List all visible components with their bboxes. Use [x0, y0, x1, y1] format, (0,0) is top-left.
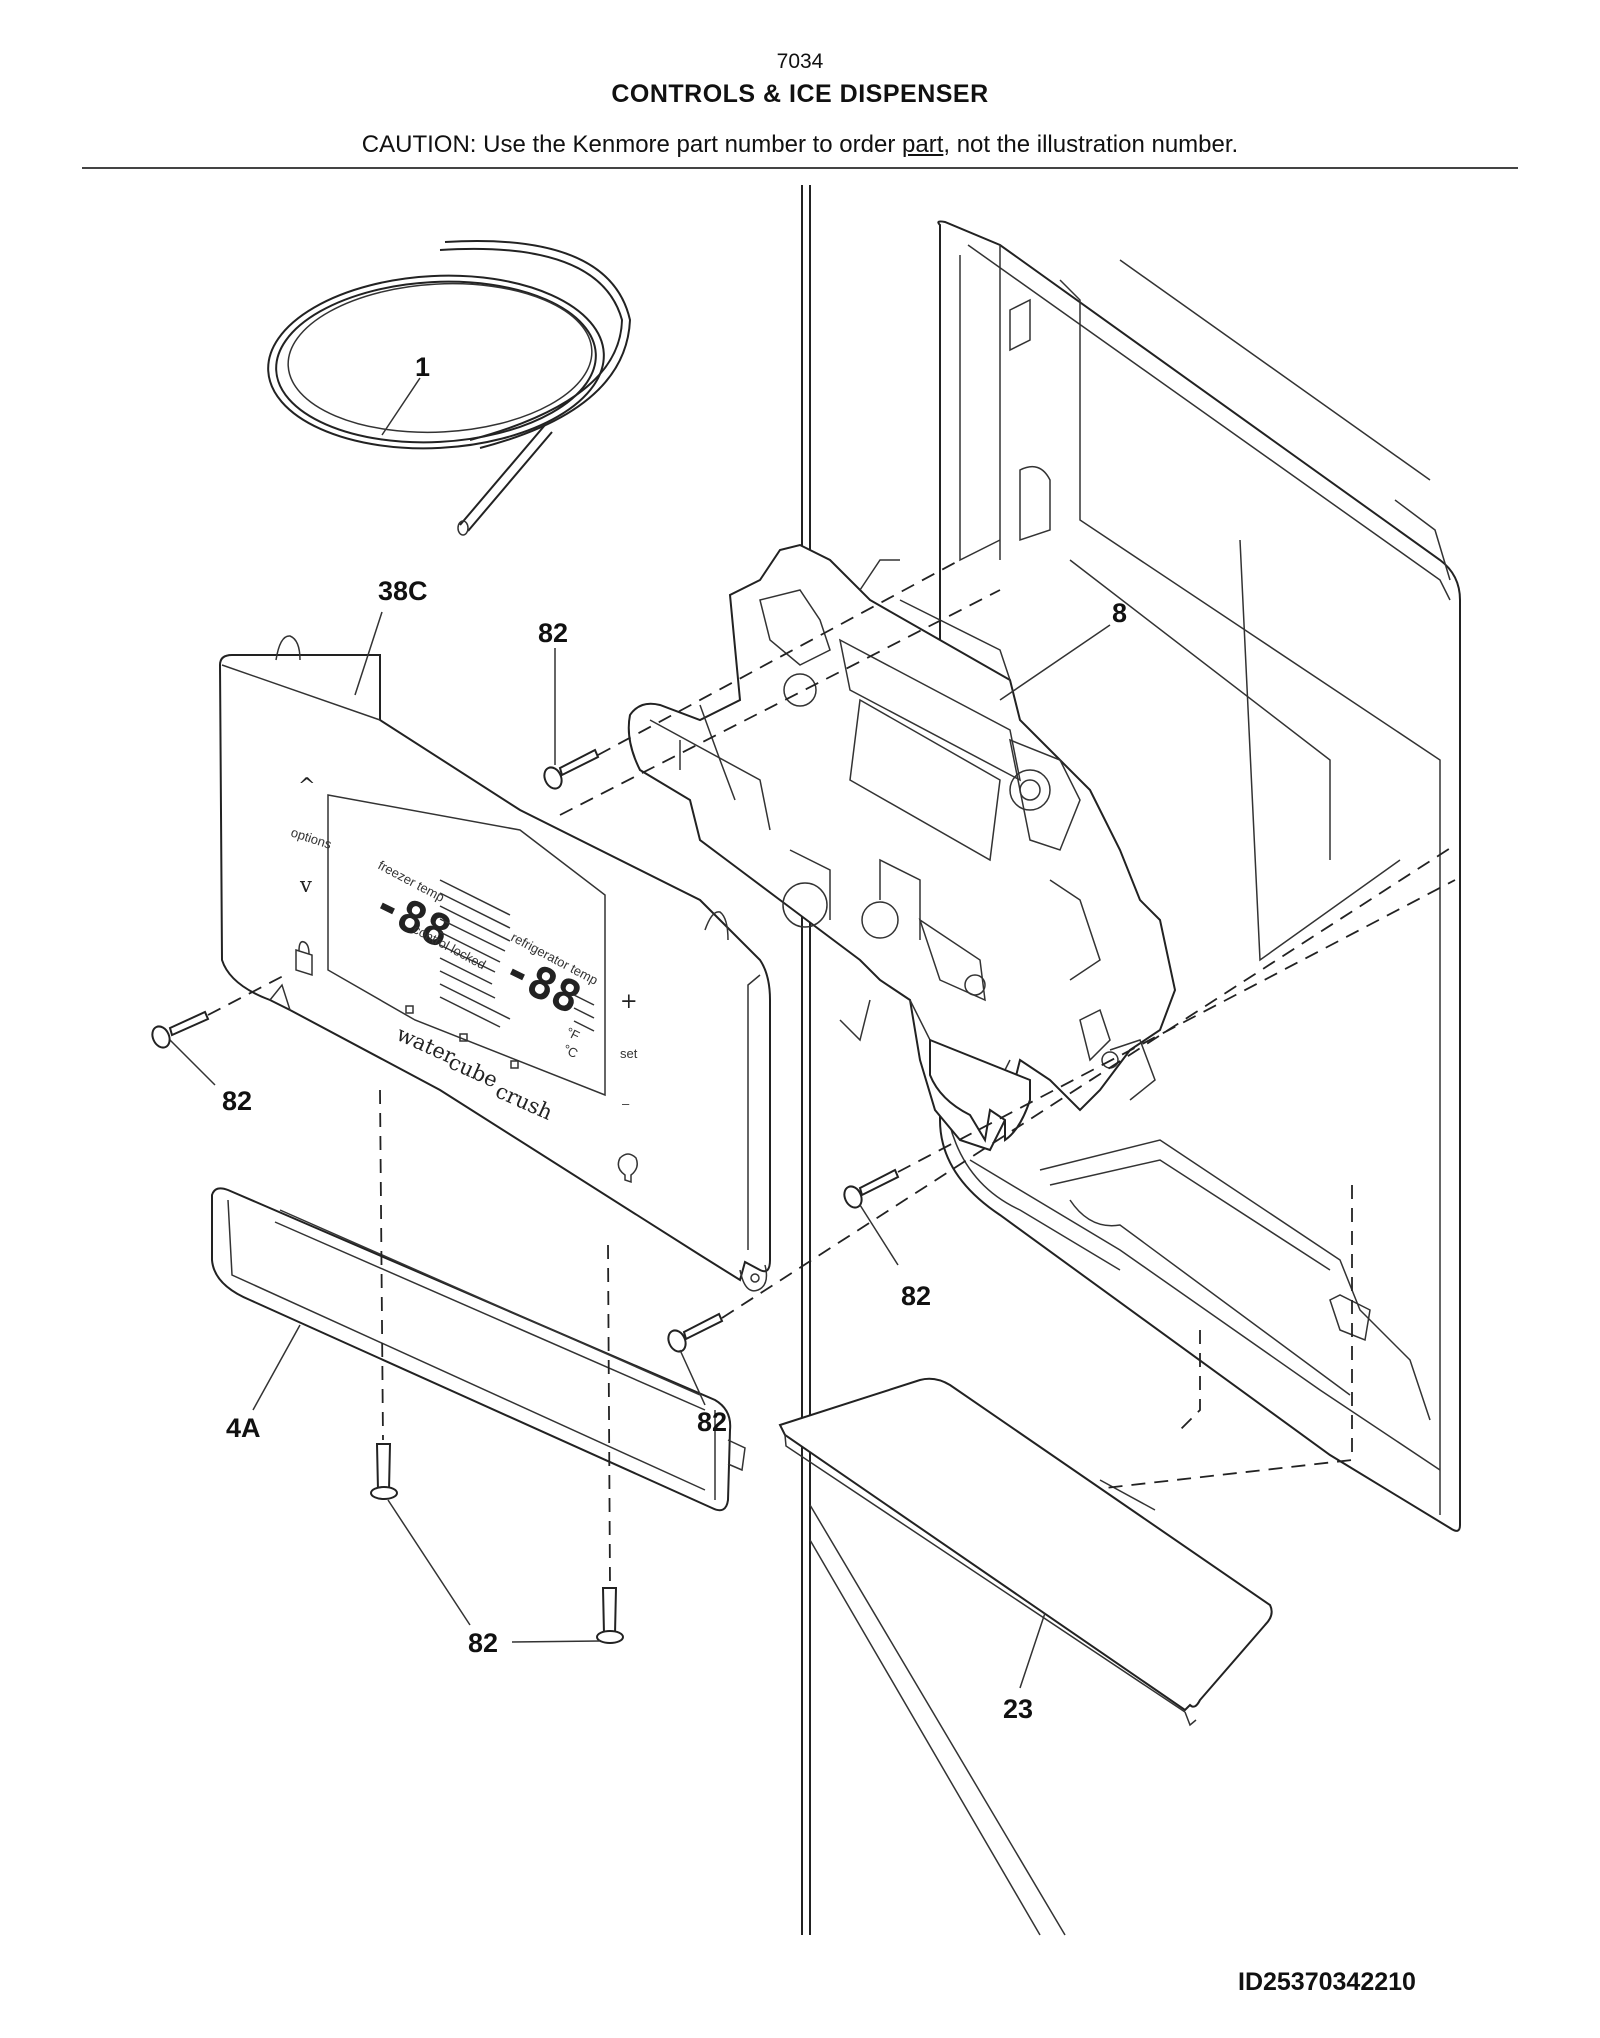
screw-trim-left	[370, 1443, 398, 1500]
callout-82-right: 82	[901, 1281, 931, 1311]
unit-f-label: °F	[564, 1024, 582, 1043]
callout-23: 23	[1003, 1694, 1033, 1724]
callout-4a: 4A	[226, 1413, 261, 1443]
dispenser-cover	[778, 1377, 1273, 1727]
caution-suffix: , not the illustration number.	[943, 131, 1239, 158]
screws	[151, 748, 900, 1644]
alignment-lines	[207, 559, 1456, 1586]
water-tube	[267, 240, 632, 536]
caution-prefix: CAUTION: Use the Kenmore part number to …	[361, 131, 902, 158]
screw-left	[151, 1010, 210, 1049]
callout-38c: 38C	[378, 576, 428, 606]
callout-82-bottom: 82	[468, 1628, 498, 1658]
door-outline	[801, 185, 1066, 1936]
callout-1: 1	[415, 352, 430, 382]
control-panel: ^ options v freezer temp -88 control loc…	[218, 635, 771, 1292]
panel-down-arrow: v	[299, 873, 312, 897]
cube-indicator	[459, 1033, 468, 1042]
page-title: CONTROLS & ICE DISPENSER	[611, 80, 989, 108]
leader-lines	[169, 377, 1111, 1689]
callout-82-left: 82	[222, 1086, 252, 1116]
screw-middle	[667, 1312, 724, 1353]
callout-82-top: 82	[538, 618, 568, 648]
caution-note: CAUTION: Use the Kenmore part number to …	[0, 131, 1600, 159]
document-id: ID25370342210	[1238, 1968, 1416, 1996]
minus-button-label: –	[622, 1096, 630, 1111]
dispenser-cavity	[937, 220, 1461, 1532]
screw-trim-right	[596, 1587, 624, 1644]
plus-button-label: +	[620, 989, 638, 1013]
water-indicator	[405, 1005, 414, 1014]
crush-indicator	[510, 1060, 519, 1069]
screw-upper	[543, 748, 600, 790]
caution-underlined-word: part	[902, 131, 944, 158]
set-button-label: set	[620, 1046, 638, 1061]
lock-icon	[295, 940, 313, 977]
panel-up-arrow: ^	[298, 774, 316, 798]
callout-82-middle: 82	[697, 1407, 727, 1437]
callout-8: 8	[1112, 598, 1127, 628]
model-number: 7034	[776, 50, 824, 73]
unit-c-label: °C	[561, 1041, 581, 1061]
light-bulb-icon	[617, 1153, 638, 1184]
header-rule	[82, 167, 1518, 169]
trim-strip	[211, 1187, 746, 1512]
menu-text-lines	[439, 879, 595, 1032]
screw-right	[843, 1168, 900, 1209]
